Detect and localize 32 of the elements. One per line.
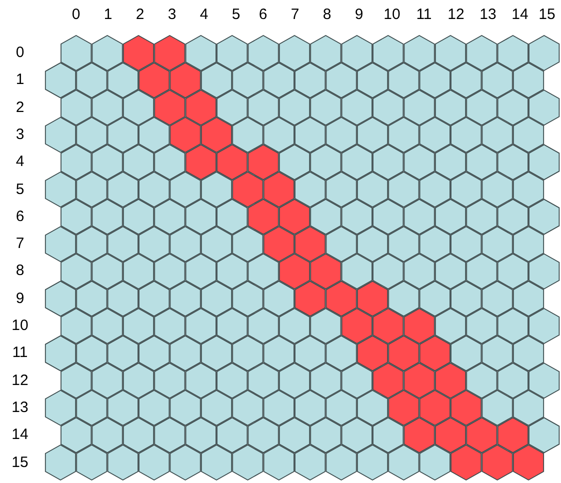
column-number: 13 [478, 5, 498, 25]
column-number: 5 [230, 5, 242, 25]
column-number: 1 [102, 5, 114, 25]
column-number: 8 [322, 5, 332, 25]
column-number: 4 [198, 5, 210, 25]
row-number: 1 [14, 70, 26, 90]
column-number: 2 [134, 5, 146, 25]
column-number: 0 [70, 5, 82, 25]
column-number: 10 [382, 5, 402, 25]
row-number: 4 [14, 152, 26, 172]
column-number: 7 [290, 5, 300, 25]
column-number: 3 [166, 5, 178, 25]
column-number: 15 [538, 5, 556, 25]
row-number: 8 [14, 261, 26, 282]
column-number: 12 [446, 5, 466, 25]
column-number: 11 [415, 5, 433, 25]
row-number: 11 [11, 343, 29, 364]
column-number: 14 [510, 5, 530, 25]
row-number: 14 [10, 425, 30, 446]
row-number: 0 [14, 43, 26, 63]
column-number: 9 [354, 5, 364, 25]
row-number: 12 [10, 370, 30, 391]
row-number: 3 [14, 124, 26, 145]
row-number: 9 [14, 288, 26, 309]
row-number: 6 [14, 206, 26, 227]
row-number: 15 [10, 452, 30, 472]
row-number: 5 [14, 180, 26, 200]
row-number: 13 [10, 398, 30, 418]
row-number: 10 [10, 316, 30, 336]
row-number: 7 [14, 234, 26, 254]
row-number: 2 [14, 98, 26, 118]
column-number: 6 [258, 5, 268, 25]
